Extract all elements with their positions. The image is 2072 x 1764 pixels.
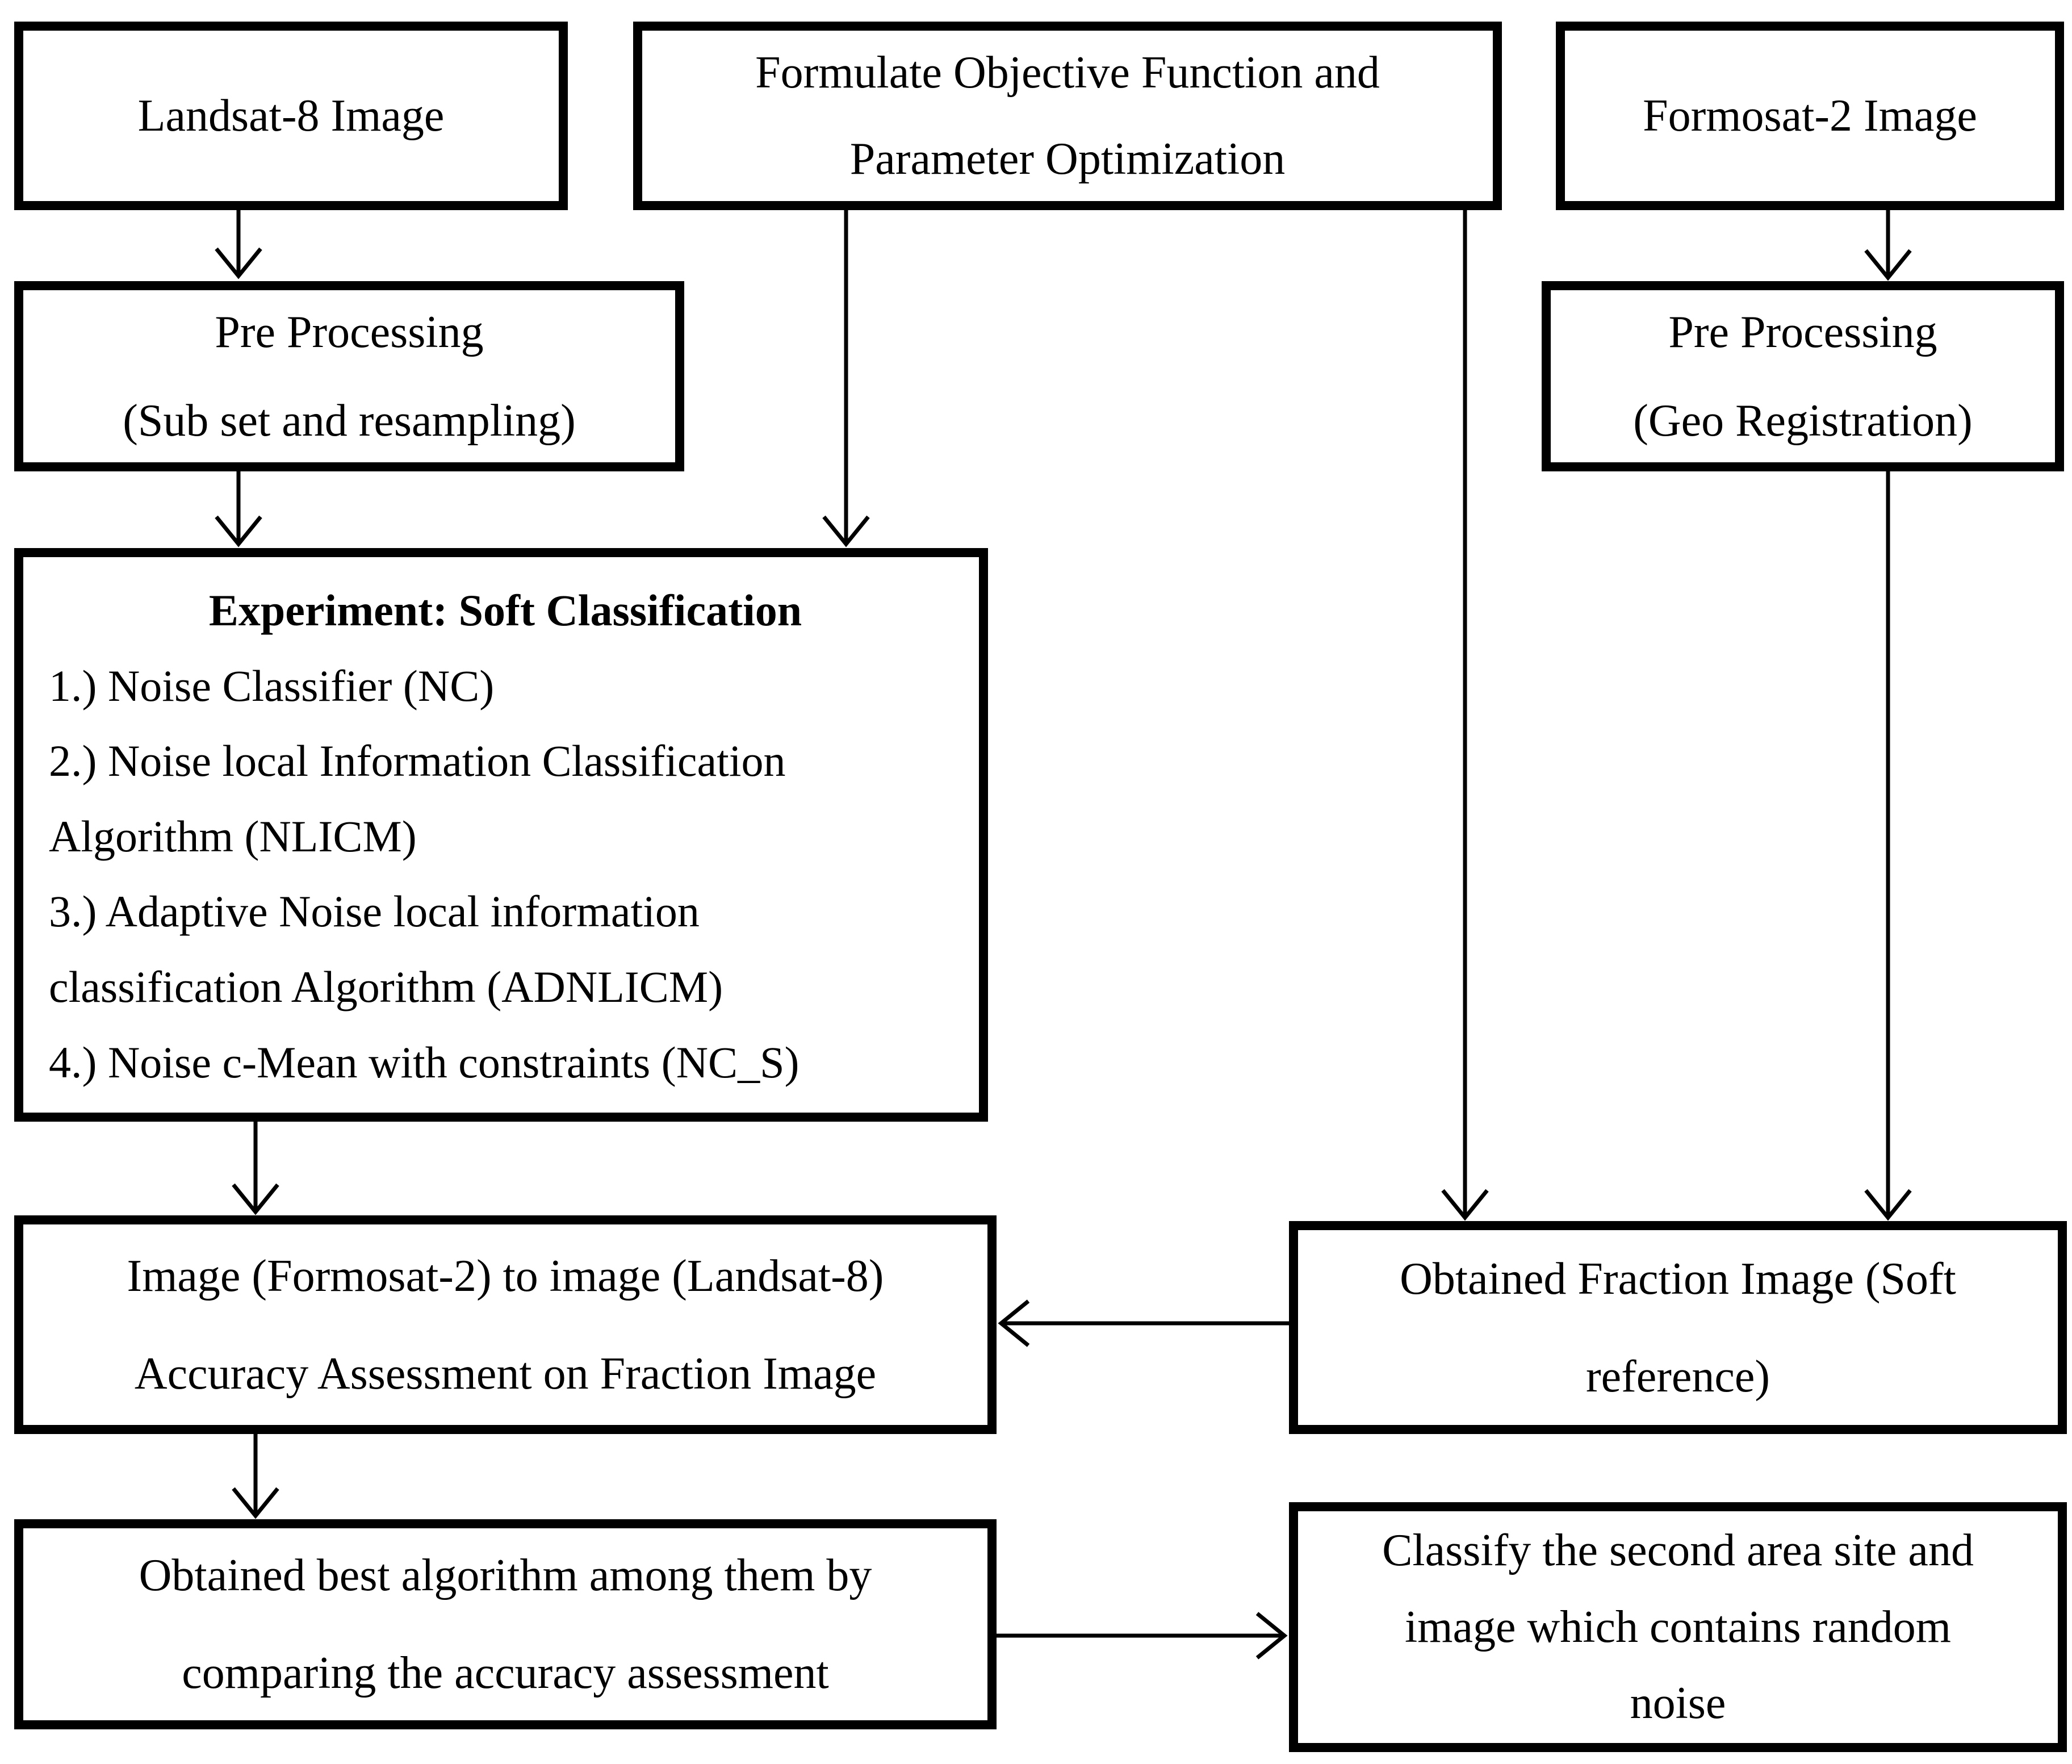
experiment-item: classification Algorithm (ADNLICM) [49,962,723,1011]
node-obtained-fraction-image: Obtained Fraction Image (Soft reference) [1289,1221,2067,1434]
node-formosat2-image: Formosat-2 Image [1556,22,2064,210]
node-label-line: (Geo Registration) [1633,395,1973,446]
experiment-item: Algorithm (NLICM) [49,811,417,861]
node-label-line: image which contains random [1405,1602,1951,1652]
node-label-line: reference) [1585,1351,1770,1402]
node-formulate-objective-function: Formulate Objective Function and Paramet… [633,22,1502,210]
node-image-to-image-accuracy-assessment: Image (Formosat-2) to image (Landsat-8) … [14,1215,997,1434]
node-label-line: noise [1630,1678,1726,1729]
node-label: Formosat-2 Image [1643,91,1977,141]
node-label-line: Image (Formosat-2) to image (Landsat-8) [127,1251,884,1301]
node-classify-second-area: Classify the second area site and image … [1289,1502,2067,1752]
node-label-line: Obtained best algorithm among them by [139,1550,872,1600]
node-label-line: Accuracy Assessment on Fraction Image [134,1348,877,1399]
node-label-line: Formulate Objective Function and [755,48,1380,98]
experiment-title: Experiment: Soft Classification [208,586,802,635]
node-label-line: Parameter Optimization [849,134,1286,184]
node-obtained-best-algorithm: Obtained best algorithm among them by co… [14,1519,997,1729]
node-preprocessing-geo-registration: Pre Processing (Geo Registration) [1542,281,2064,471]
experiment-item: 4.) Noise c-Mean with constraints (NC_S) [49,1037,800,1087]
node-label-line: Pre Processing [1668,307,1937,357]
node-label-line: (Sub set and resampling) [123,395,576,446]
node-experiment-soft-classification: Experiment: Soft Classification 1.) Nois… [14,548,988,1122]
experiment-item: 1.) Noise Classifier (NC) [49,661,495,710]
node-label: Landsat-8 Image [137,91,445,141]
node-label-line: comparing the accuracy assessment [182,1648,829,1698]
experiment-item: 2.) Noise local Information Classificati… [49,736,786,786]
node-preprocessing-subset-resampling: Pre Processing (Sub set and resampling) [14,281,684,471]
node-landsat8-image: Landsat-8 Image [14,22,568,210]
experiment-item: 3.) Adaptive Noise local information [49,887,700,937]
node-label-line: Obtained Fraction Image (Soft [1400,1253,1956,1304]
node-label-line: Pre Processing [215,307,484,357]
node-label-line: Classify the second area site and [1382,1525,1974,1576]
